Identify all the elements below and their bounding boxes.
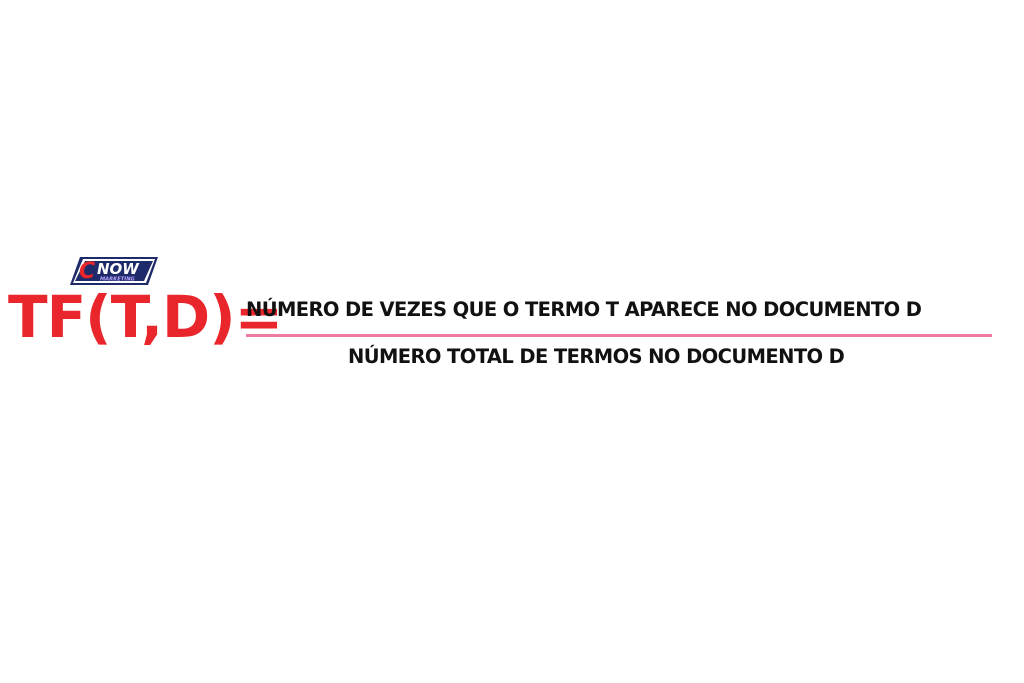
formula-lhs: TF(T,D)=	[8, 283, 283, 351]
logo-letter: C	[79, 259, 95, 284]
fraction-bar	[246, 334, 992, 337]
logo-mark: C NOW MARKETING	[70, 257, 158, 285]
formula-denominator: NÚMERO TOTAL DE TERMOS NO DOCUMENTO D	[348, 345, 845, 368]
cnow-marketing-logo: C NOW MARKETING	[70, 255, 158, 287]
logo-wordmark: NOW	[97, 260, 140, 278]
logo-tagline: MARKETING	[100, 277, 136, 283]
formula-numerator: NÚMERO DE VEZES QUE O TERMO T APARECE NO…	[246, 298, 922, 321]
